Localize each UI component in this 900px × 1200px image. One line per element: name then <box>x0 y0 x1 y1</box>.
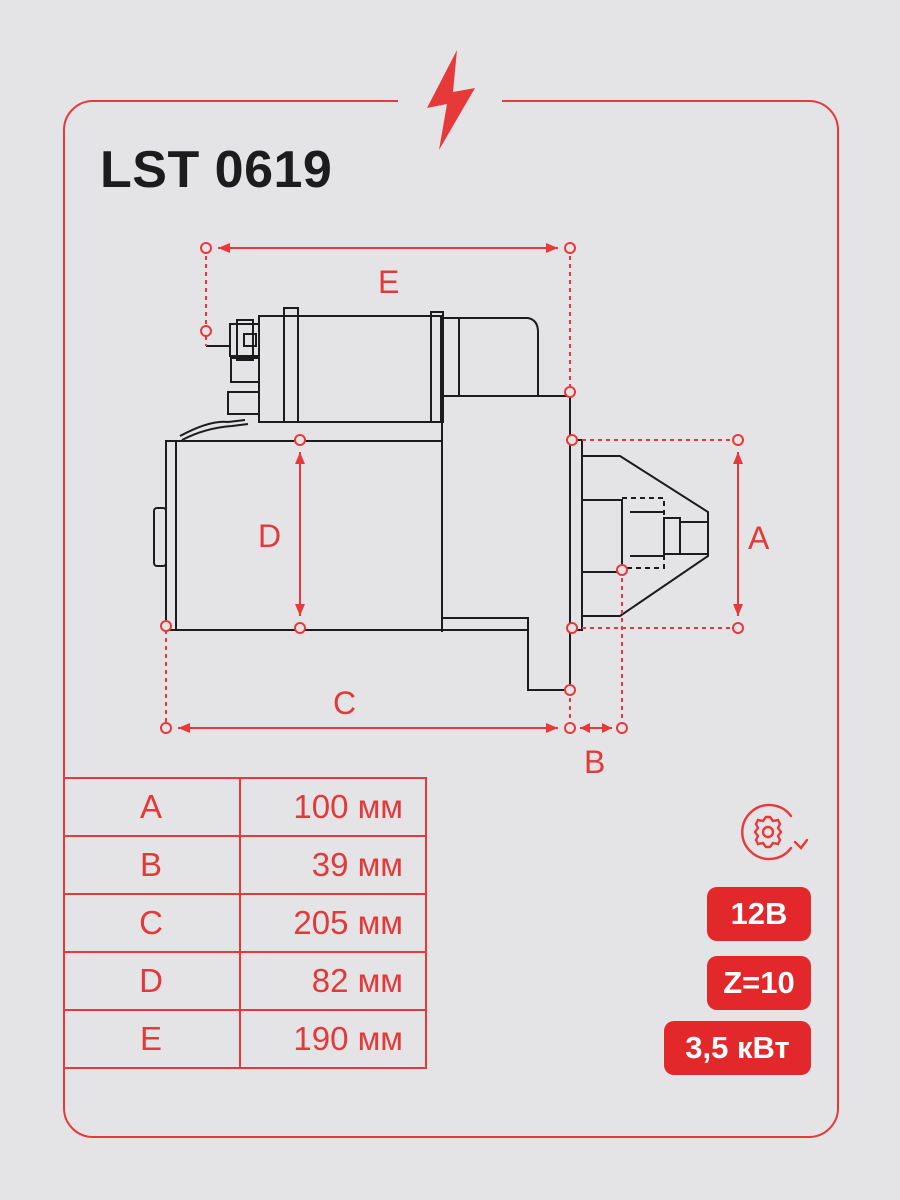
lightning-bolt-icon <box>427 50 475 150</box>
spec-value: 82 мм <box>239 951 427 1011</box>
table-row: A 100 мм <box>63 777 427 837</box>
power-badge: 3,5 кВт <box>664 1021 811 1075</box>
dimension-label-d: D <box>258 518 282 554</box>
specs-table: A 100 мм B 39 мм C 205 мм D 82 мм E 190 … <box>63 777 427 1069</box>
dimension-label-a: A <box>748 520 770 556</box>
spec-value: 190 мм <box>239 1009 427 1069</box>
page-title: LST 0619 <box>100 141 333 199</box>
dimension-label-b: B <box>584 744 606 780</box>
dimension-label-e: E <box>378 264 400 300</box>
voltage-badge: 12В <box>707 887 811 941</box>
drive-end <box>570 439 709 631</box>
solenoid <box>179 307 539 441</box>
table-row: D 82 мм <box>63 951 427 1011</box>
table-row: B 39 мм <box>63 835 427 895</box>
teeth-badge: Z=10 <box>707 956 811 1010</box>
spec-value: 39 мм <box>239 835 427 895</box>
spec-key: D <box>63 951 241 1011</box>
spec-key: A <box>63 777 241 837</box>
dimension-label-c: C <box>333 685 357 721</box>
spec-key: C <box>63 893 241 953</box>
motor-body <box>153 395 571 691</box>
starter-drawing <box>153 242 744 734</box>
spec-value: 100 мм <box>239 777 427 837</box>
table-row: C 205 мм <box>63 893 427 953</box>
gear-rotation-icon <box>741 803 809 861</box>
spec-key: E <box>63 1009 241 1069</box>
dimension-points <box>160 242 744 734</box>
dimension-lines <box>165 243 743 733</box>
spec-key: B <box>63 835 241 895</box>
spec-value: 205 мм <box>239 893 427 953</box>
table-row: E 190 мм <box>63 1009 427 1069</box>
